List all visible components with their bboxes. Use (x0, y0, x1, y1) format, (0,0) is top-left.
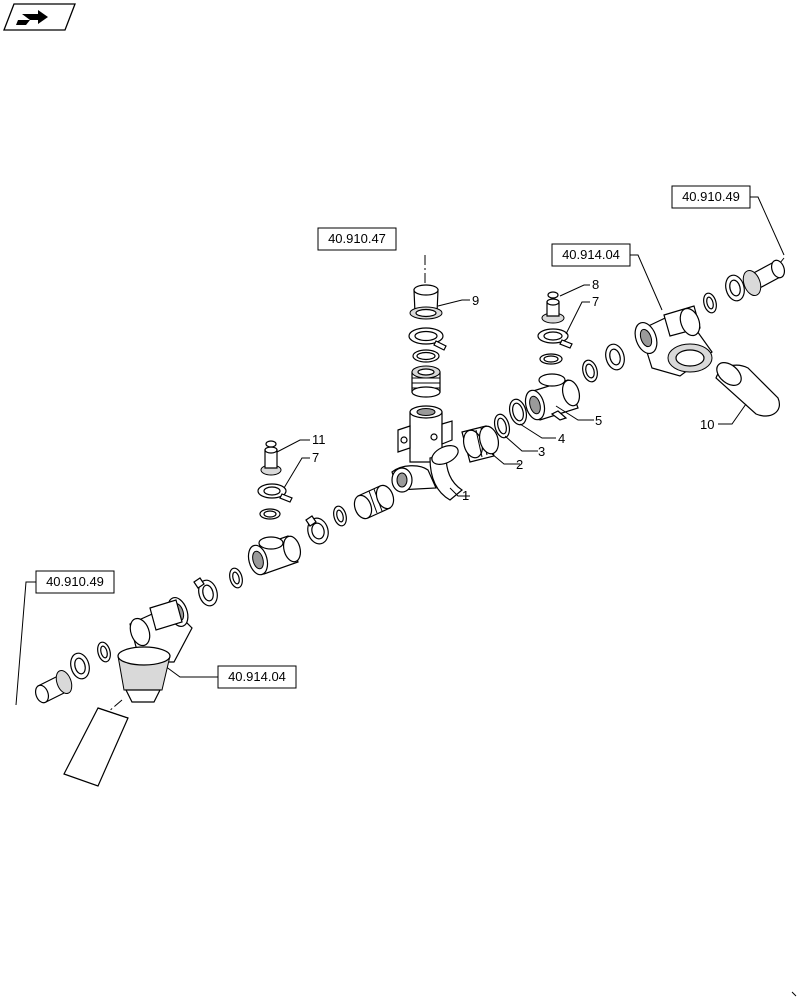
filter-element-10[interactable] (712, 358, 780, 417)
snap-ring-right-1[interactable] (580, 359, 599, 384)
snap-ring-left-2[interactable] (228, 567, 245, 589)
clamp-right-1[interactable] (603, 342, 627, 372)
clamp-7-right[interactable] (537, 328, 573, 349)
threaded-nipple-2[interactable] (461, 424, 502, 463)
callout-11: 11 (312, 432, 326, 447)
clamp-ring-upper[interactable] (408, 327, 447, 351)
clamp-7-left[interactable] (257, 483, 293, 503)
left-branch (33, 440, 396, 787)
plug-8-right[interactable] (541, 291, 565, 324)
hose-barb-right[interactable] (740, 258, 787, 297)
ref-label-top-center: 40.910.47 (328, 231, 386, 246)
callout-5: 5 (595, 413, 602, 428)
filter-element-left[interactable] (63, 707, 129, 787)
callout-9: 9 (472, 293, 479, 308)
callout-leaders (276, 284, 747, 497)
snap-ring-left-3[interactable] (96, 641, 113, 663)
ref-label-left: 40.910.49 (46, 574, 104, 589)
clamp-left-3[interactable] (68, 651, 92, 681)
ref-label-right-filter: 40.914.04 (562, 247, 620, 262)
corner-mark (791, 991, 797, 997)
callout-1: 1 (462, 488, 469, 503)
ref-box-right-filter[interactable]: 40.914.04 (551, 243, 631, 267)
threaded-nipple-upper[interactable] (411, 365, 441, 398)
callout-7-right: 7 (592, 294, 599, 309)
hose-barb-left[interactable] (33, 668, 74, 704)
vertical-branch (391, 284, 464, 501)
o-ring-upper[interactable] (412, 349, 440, 363)
callout-10: 10 (700, 417, 714, 432)
plug-11-left[interactable] (260, 440, 282, 476)
clamp-right-2[interactable] (723, 273, 747, 303)
filter-housing-right[interactable] (631, 305, 713, 377)
callout-3: 3 (538, 444, 545, 459)
callout-8: 8 (592, 277, 599, 292)
washer-3[interactable] (492, 413, 512, 440)
ref-box-top-center[interactable]: 40.910.47 (317, 227, 397, 251)
ref-box-top-right[interactable]: 40.910.49 (671, 185, 751, 209)
callout-7-left: 7 (312, 450, 319, 465)
snap-ring-left-1[interactable] (332, 505, 349, 527)
clamp-left-1[interactable] (305, 515, 331, 546)
ref-box-left-filter[interactable]: 40.914.04 (217, 665, 297, 689)
tee-fitting-1[interactable] (391, 405, 464, 501)
callout-2: 2 (516, 457, 523, 472)
ref-label-left-filter: 40.914.04 (228, 669, 286, 684)
snap-ring-right-2[interactable] (702, 292, 719, 314)
washer-4[interactable] (507, 397, 529, 426)
right-branch (461, 258, 787, 463)
tee-body-5[interactable] (522, 373, 582, 422)
ref-box-left[interactable]: 40.910.49 (35, 570, 115, 594)
clamp-left-2[interactable] (193, 577, 220, 608)
hose-fitting-9[interactable] (409, 284, 443, 320)
ref-label-top-right: 40.910.49 (682, 189, 740, 204)
filter-housing-left[interactable] (117, 595, 193, 703)
nav-badge[interactable] (3, 3, 76, 31)
nav-arrow-icon (16, 10, 48, 25)
o-ring-left-vertical[interactable] (259, 508, 281, 520)
callout-numbers: 9 1 2 3 4 5 8 7 10 11 7 (312, 277, 714, 503)
callout-4: 4 (558, 431, 565, 446)
tee-body-left[interactable] (245, 534, 303, 576)
threaded-nipple-left[interactable] (351, 483, 396, 521)
o-ring-right-vertical[interactable] (539, 353, 563, 365)
